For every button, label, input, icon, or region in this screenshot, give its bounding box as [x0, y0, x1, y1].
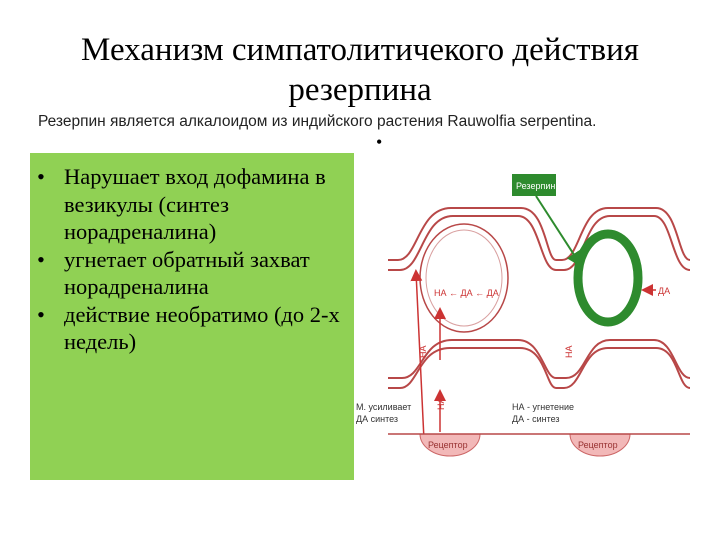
left-ne-arrow-up	[410, 269, 425, 441]
drug-label: Резерпин	[516, 181, 555, 191]
drug-arrow	[535, 195, 583, 268]
right-da-label: ДА	[658, 286, 670, 296]
right-note-line-2: ДА - синтез	[512, 414, 560, 424]
right-receptor-label: Рецептор	[578, 440, 618, 450]
drug-box	[512, 174, 556, 196]
right-note-line-1: НА - угнетение	[512, 402, 574, 412]
left-presynaptic-membrane	[388, 207, 557, 389]
orphan-bullet: •	[376, 132, 383, 152]
bullet-list: Нарушает вход дофамина в везикулы (синте…	[30, 163, 360, 356]
title-line-1: Механизм симпатолитичекого действия	[81, 32, 639, 68]
left-vesicle	[419, 223, 509, 333]
left-note-line-2: ДА синтез	[356, 414, 398, 424]
bullet-item: угнетает обратный захват норадреналина	[30, 246, 360, 301]
synapse-diagram: НА ← ДА ← ДА НА НА М. усиливает ДА синте…	[356, 174, 691, 457]
slide-title: Механизм симпатолитичекого действия резе…	[0, 30, 720, 110]
left-pathway-label: НА ← ДА ← ДА	[434, 288, 499, 298]
right-ne-label: НА	[564, 345, 574, 358]
slide-subtitle: Резерпин является алкалоидом из индийско…	[38, 113, 597, 130]
left-ne-label-2: НА	[436, 397, 446, 410]
bullet-item: действие необратимо (до 2-х недель)	[30, 301, 360, 356]
bullet-item: Нарушает вход дофамина в везикулы (синте…	[30, 163, 360, 246]
left-note-line-1: М. усиливает	[356, 402, 411, 412]
right-receptor	[569, 433, 631, 457]
right-vesicle	[573, 229, 643, 327]
left-ne-label: НА	[418, 345, 428, 358]
left-receptor-label: Рецептор	[428, 440, 468, 450]
left-receptor	[419, 433, 481, 457]
title-line-2: резерпина	[288, 72, 432, 108]
